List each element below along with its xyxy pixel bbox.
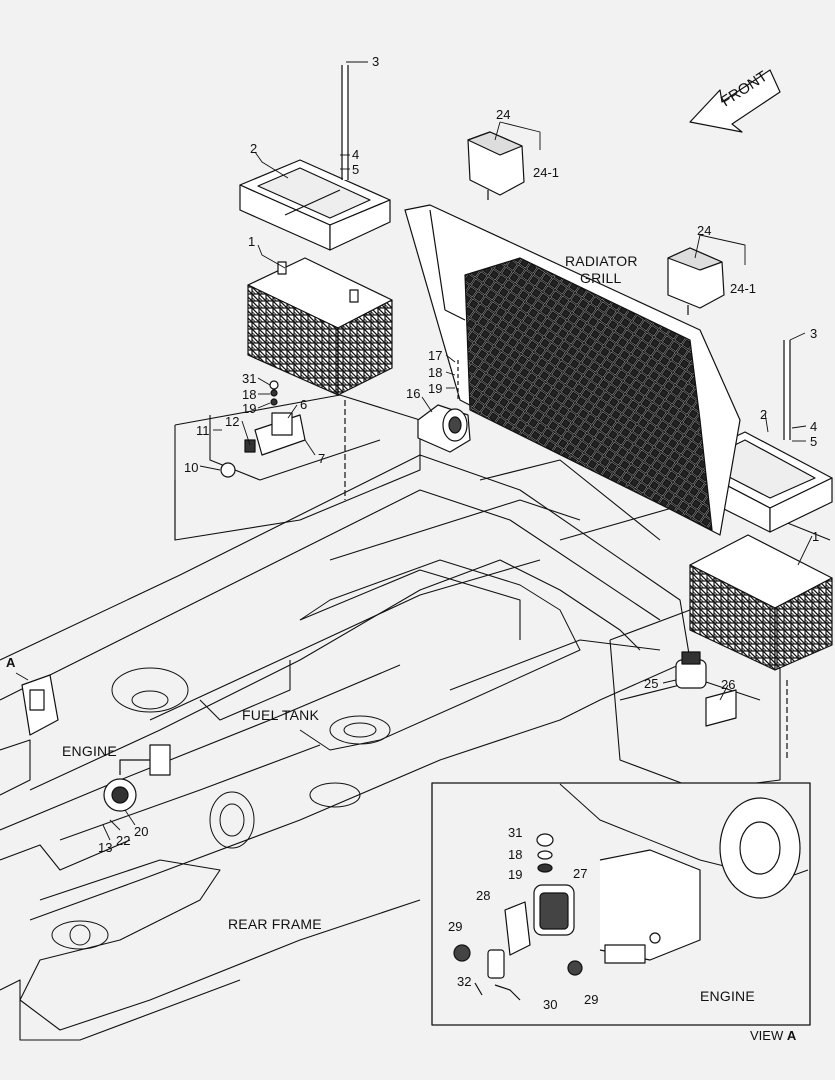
horn — [417, 404, 471, 453]
callout-17: 17 — [428, 348, 443, 363]
callout-a-marker: A — [6, 655, 16, 670]
callout-19-relay: 19 — [242, 401, 257, 416]
callout-20: 20 — [134, 824, 149, 839]
battery-right — [689, 534, 833, 671]
callout-24-1-lower: 24-1 — [730, 281, 757, 296]
callout-16: 16 — [406, 386, 421, 401]
callout-1-right: 1 — [812, 529, 820, 544]
view-a-inset — [431, 782, 811, 1026]
callout-22: 22 — [116, 833, 131, 848]
callout-19-inset: 19 — [508, 867, 523, 882]
battery-hold-down-left — [239, 159, 391, 251]
view-caption-letter: A — [786, 1028, 797, 1043]
callout-29-left: 29 — [448, 919, 463, 934]
battery-left — [247, 257, 393, 396]
callout-7: 7 — [318, 451, 326, 466]
callout-25: 25 — [644, 676, 659, 691]
fuel-tank-outline — [51, 559, 581, 950]
callout-13: 13 — [98, 840, 113, 855]
work-lamp-lower — [667, 247, 725, 315]
callout-29-right: 29 — [584, 992, 599, 1007]
relay-bracket — [220, 380, 306, 478]
callout-3-top: 3 — [372, 54, 380, 69]
view-a-caption: VIEW A — [750, 1028, 796, 1043]
fuel-tank-label: FUEL TANK — [242, 707, 320, 723]
callout-31-relay: 31 — [242, 371, 257, 386]
callout-19-horn: 19 — [428, 381, 443, 396]
callout-4-right: 4 — [810, 419, 818, 434]
callout-1-left: 1 — [248, 234, 256, 249]
front-arrow — [689, 69, 781, 133]
callout-18-inset: 18 — [508, 847, 523, 862]
rear-frame-label: REAR FRAME — [228, 916, 322, 932]
callout-30: 30 — [543, 997, 558, 1012]
callout-5-right: 5 — [810, 434, 818, 449]
callout-26: 26 — [721, 677, 736, 692]
view-caption-prefix: VIEW — [750, 1028, 784, 1043]
fuel-sender — [103, 744, 171, 812]
callout-10: 10 — [184, 460, 199, 475]
callout-18-relay: 18 — [242, 387, 257, 402]
engine-relay-view-a — [21, 674, 59, 736]
callout-24-upper: 24 — [496, 107, 511, 122]
work-lamp-upper — [467, 131, 525, 200]
callout-32: 32 — [457, 974, 472, 989]
callout-28: 28 — [476, 888, 491, 903]
callout-2-right: 2 — [760, 407, 768, 422]
callout-4-left: 4 — [352, 147, 360, 162]
callout-24-1-upper: 24-1 — [533, 165, 560, 180]
callout-3-right: 3 — [810, 326, 818, 341]
callout-31-inset: 31 — [508, 825, 523, 840]
callout-27: 27 — [573, 866, 588, 881]
radiator-grill-label-line1: RADIATOR — [565, 253, 638, 269]
callout-2-left: 2 — [250, 141, 258, 156]
callout-11: 11 — [196, 423, 210, 438]
master-switch — [675, 651, 737, 727]
callout-5-left: 5 — [352, 162, 360, 177]
leader-lines — [15, 61, 813, 841]
callout-24-lower: 24 — [697, 223, 712, 238]
engine-label-inset: ENGINE — [700, 988, 755, 1004]
upper-frame — [0, 394, 831, 1041]
radiator-grill — [404, 204, 741, 536]
radiator-grill-label-line2: GRILL — [580, 270, 622, 286]
callout-18-horn: 18 — [428, 365, 443, 380]
engine-label-main: ENGINE — [62, 743, 117, 759]
callout-12: 12 — [225, 414, 240, 429]
callout-6: 6 — [300, 397, 308, 412]
